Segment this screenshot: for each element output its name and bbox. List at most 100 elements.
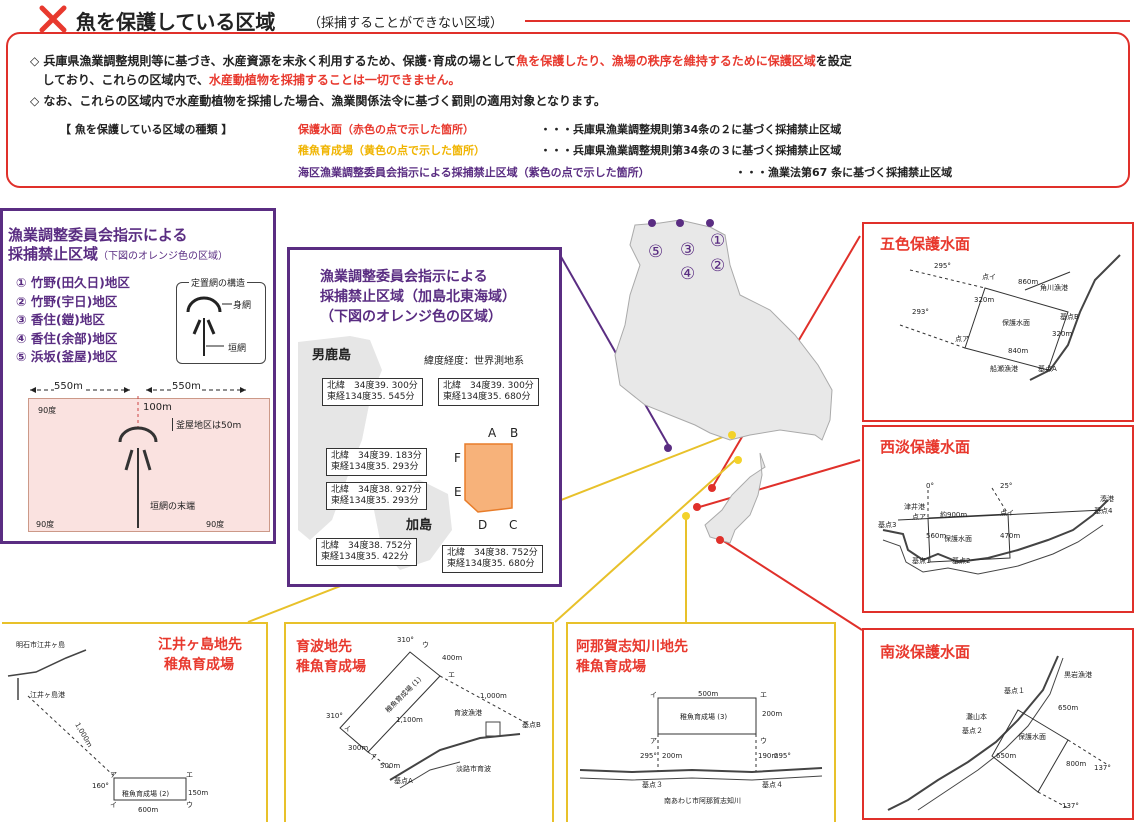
nandan-panel xyxy=(862,628,1134,820)
ikuha-point-e: エ xyxy=(448,671,455,679)
seidan-diagram xyxy=(882,487,1109,575)
seidan-distance: 約900m xyxy=(940,511,968,519)
ikuha-point-a: ア xyxy=(370,753,377,761)
eigashima-place: 明石市江井ヶ島 xyxy=(16,641,65,649)
coord-box-D: 北緯 34度38. 752分 東経134度35. 422分 xyxy=(316,538,417,566)
seidan-point-1: 基点1 xyxy=(912,557,931,565)
eigashima-height: 150m xyxy=(188,789,209,797)
coord-box-E: 北緯 34度38. 927分 東経134度35. 293分 xyxy=(326,482,427,510)
angle-label-3: 90度 xyxy=(206,520,225,529)
angle-label-2: 90度 xyxy=(36,520,55,529)
page-title: 魚を保護している区域 xyxy=(76,10,276,34)
dim-100-label: 100m xyxy=(143,402,172,413)
seidan-angle-2: 25° xyxy=(1000,482,1013,490)
intro-bullet-2: ◇ なお、これらの区域内で水産動植物を採捕した場合、漁業関係法令に基づく罰則の適… xyxy=(30,94,606,108)
eigashima-point-u: ウ xyxy=(186,801,193,809)
intro-bullet-1: ◇ 兵庫県漁業調整規則等に基づき、水産資源を末永く利用するため、保護･育成の場と… xyxy=(30,54,852,87)
nandan-title: 南淡保護水面 xyxy=(880,643,971,661)
eigashima-point-e: エ xyxy=(186,771,193,779)
net-structure-box xyxy=(176,282,266,364)
eigashima-width: 600m xyxy=(138,806,159,814)
type3-desc: ・・・漁業法第67 条に基づく採捕禁止区域 xyxy=(735,166,953,179)
net-structure-diagram xyxy=(186,296,232,356)
type1-desc: ・・・兵庫県漁業調整規則第34条の２に基づく採捕禁止区域 xyxy=(540,123,842,136)
eigashima-point-i: イ xyxy=(110,801,117,809)
kamaya-note: 釜屋地区は50m xyxy=(172,418,241,431)
ikuha-dist-1: 400m xyxy=(442,654,463,662)
seidan-dist-1: 560m xyxy=(926,532,947,540)
ikuha-diagram xyxy=(339,651,529,789)
intro-text-a: 兵庫県漁業調整規則等に基づき、水産資源を末永く利用するため、保護･育成の場として xyxy=(43,54,517,68)
anaga-width: 500m xyxy=(698,690,719,698)
anaga-area: 稚魚育成場 (3) xyxy=(680,713,728,721)
nandan-diagram xyxy=(887,655,1109,811)
anaga-point-4: 基点４ xyxy=(762,781,783,789)
seidan-point-2: 基点2 xyxy=(952,557,971,565)
nandan-area: 保護水面 xyxy=(1018,733,1046,741)
goshiki-panel xyxy=(862,222,1134,422)
goshiki-point-B: 基点B xyxy=(1060,313,1079,321)
left-panel-title-note: （下図のオレンジ色の区域） xyxy=(98,251,229,262)
net-body-label: 身網 xyxy=(233,301,252,311)
ikuha-panel xyxy=(284,622,554,822)
type2-name: 稚魚育成場（黄色の点で示した箇所） xyxy=(298,144,485,157)
point-label-D: D xyxy=(478,518,488,532)
nandan-angle-2: 137° xyxy=(1062,802,1079,810)
net-structure-title: 定置網の構造 xyxy=(189,276,248,289)
types-label: 【 魚を保護している区域の種類 】 xyxy=(60,123,233,136)
anaga-height-1: 200m xyxy=(762,710,783,718)
net-leader-label: 垣網 xyxy=(228,344,247,354)
ikuha-angle-1: 310° xyxy=(397,636,414,644)
dim-left-label: 550m xyxy=(54,381,83,392)
goshiki-point-i: 点イ xyxy=(982,273,996,281)
nandan-point-2: 基点２ xyxy=(962,727,983,735)
coord-box-B: 北緯 34度39. 300分 東経134度35. 680分 xyxy=(438,378,539,406)
point-label-B: B xyxy=(510,426,519,440)
goshiki-point-a: 点ア xyxy=(955,335,969,343)
goshiki-title: 五色保護水面 xyxy=(880,235,971,253)
left-area-list: ① 竹野(田久日)地区 ② 竹野(宇日)地区 ③ 香住(鎧)地区 ④ 香住(余部… xyxy=(16,274,130,367)
left-panel-title-2: 採捕禁止区域（下図のオレンジ色の区域） xyxy=(8,243,228,264)
point-label-C: C xyxy=(509,518,518,532)
kashima-title-1: 漁業調整委員会指示による xyxy=(320,269,488,285)
anaga-angle-2: 295° xyxy=(774,752,791,760)
anaga-angle-1: 295° xyxy=(640,752,657,760)
page-subtitle: （採捕することができない区域） xyxy=(308,16,504,31)
goshiki-port-1: 角川漁港 xyxy=(1040,284,1068,292)
goshiki-point-A: 基点A xyxy=(1038,365,1057,373)
intro-text-e: 水産動植物を採捕することは一切できません。 xyxy=(208,73,461,87)
nandan-port: 黒岩漁港 xyxy=(1064,671,1092,679)
coord-box-C: 北緯 34度38. 752分 東経134度35. 680分 xyxy=(442,545,543,573)
seidan-dist-2: 470m xyxy=(1000,532,1021,540)
eigashima-area: 稚魚育成場 (2) xyxy=(122,790,170,798)
type2-desc: ・・・兵庫県漁業調整規則第34条の３に基づく採捕禁止区域 xyxy=(540,144,842,157)
eigashima-title-2: 稚魚育成場 xyxy=(164,657,234,673)
seidan-point-4: 基点4 xyxy=(1094,507,1113,515)
ikuha-point-B: 基点B xyxy=(522,721,541,729)
anaga-diagram xyxy=(579,697,823,781)
seidan-area: 保護水面 xyxy=(944,535,972,543)
header-close-icon xyxy=(38,4,68,34)
type3-name: 海区漁業調整委員会指示による採捕禁止区域（紫色の点で示した箇所） xyxy=(298,166,650,179)
ikuha-dist-2: 300m xyxy=(348,744,369,752)
anaga-point-a: ア xyxy=(650,737,657,745)
nandan-place: 灘山本 xyxy=(966,713,987,721)
kashima-title-2: 採捕禁止区域（加島北東海域） xyxy=(320,289,516,305)
goshiki-port-2: 船瀬漁港 xyxy=(990,365,1018,373)
ikuha-point-A: 基点A xyxy=(394,777,413,785)
anaga-place: 南あわじ市阿那賀志知川 xyxy=(664,797,741,805)
point-label-A: A xyxy=(488,426,497,440)
ikuha-angle-2: 310° xyxy=(326,712,343,720)
point-label-E: E xyxy=(454,485,462,499)
eigashima-angle: 160° xyxy=(92,782,109,790)
seidan-point-a: 点ア xyxy=(912,513,926,521)
goshiki-dist-2: 840m xyxy=(1008,347,1029,355)
anaga-height-3: 190m xyxy=(758,752,779,760)
seidan-port-2: 湊港 xyxy=(1100,495,1114,503)
anaga-point-e: エ xyxy=(760,691,767,699)
goshiki-dist-4: 320m xyxy=(1052,330,1073,338)
anaga-title-2: 稚魚育成場 xyxy=(576,659,646,675)
island-label-oshika: 男鹿島 xyxy=(312,348,352,363)
eigashima-panel xyxy=(2,622,268,822)
intro-text-b: 魚を保護したり、漁場の秩序を維持するために保護区域 xyxy=(516,54,816,68)
